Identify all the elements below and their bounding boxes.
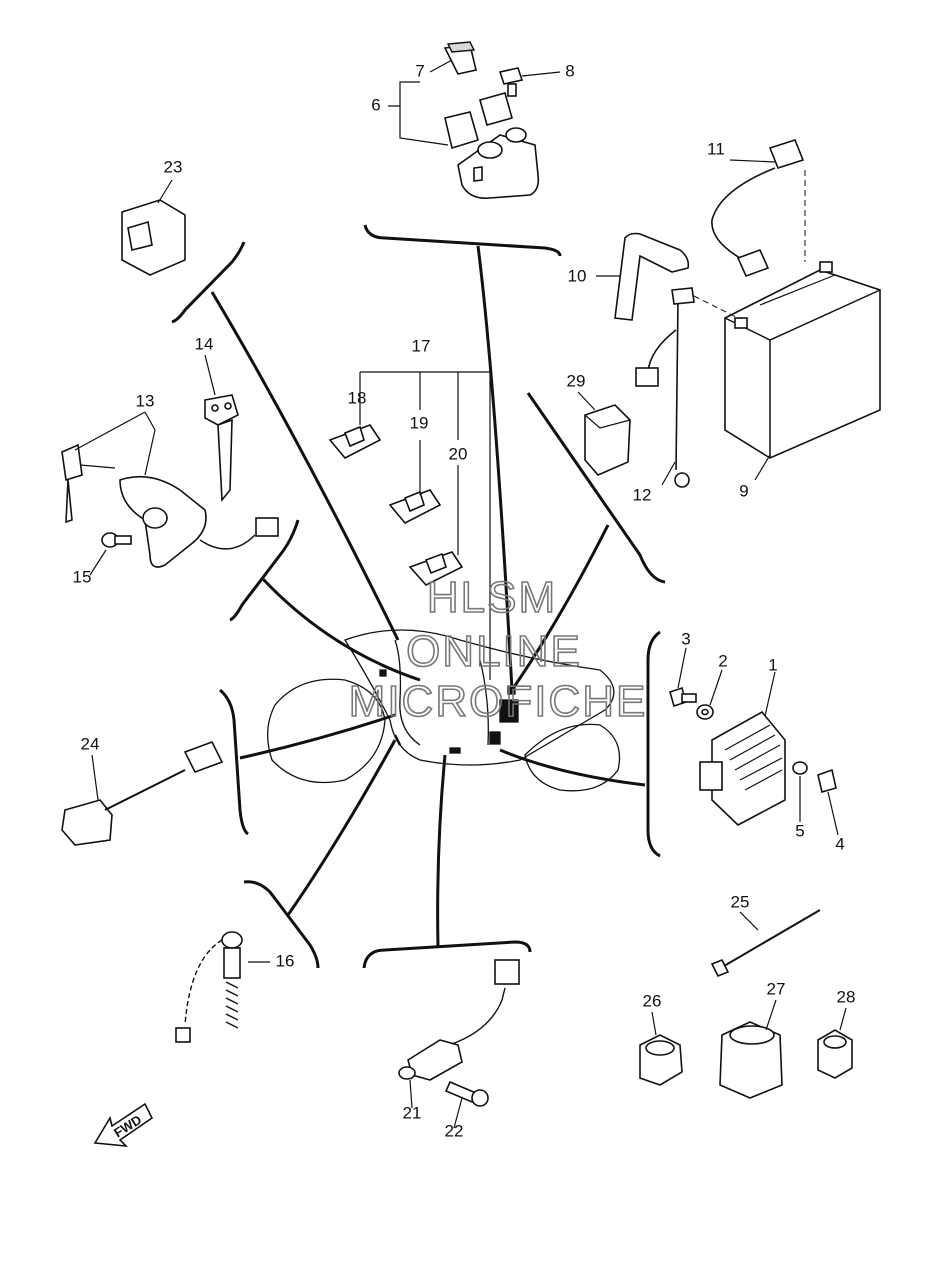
label-17: 17 xyxy=(412,336,431,355)
label-19: 19 xyxy=(410,413,429,432)
label-1: 1 xyxy=(768,655,777,674)
part-labels: 1 2 3 4 5 6 7 8 9 10 11 12 13 14 15 16 1… xyxy=(73,61,856,1140)
fuse-18[interactable] xyxy=(328,424,382,460)
clamp-28[interactable] xyxy=(817,1029,853,1079)
connector-lines xyxy=(210,245,646,949)
label-11: 11 xyxy=(707,139,725,158)
leader-lines xyxy=(74,59,847,1129)
relay-fuse[interactable] xyxy=(443,41,477,75)
nut-4[interactable] xyxy=(817,768,837,793)
ignition-key[interactable] xyxy=(204,394,239,503)
label-5: 5 xyxy=(795,821,804,840)
washer-2[interactable] xyxy=(696,704,714,720)
fuse-19[interactable] xyxy=(388,489,442,525)
brake-switch-16[interactable] xyxy=(175,931,243,1043)
bolt-3[interactable] xyxy=(669,686,697,708)
starter-relay[interactable] xyxy=(444,92,540,200)
label-18: 18 xyxy=(348,388,367,407)
rectifier-regulator[interactable] xyxy=(699,710,786,826)
label-4: 4 xyxy=(835,834,844,853)
screw-22[interactable] xyxy=(444,1080,489,1107)
fuse-20[interactable] xyxy=(408,551,464,586)
label-10: 10 xyxy=(568,266,587,285)
label-20: 20 xyxy=(449,444,468,463)
clamp-26[interactable] xyxy=(639,1034,683,1086)
motorcycle-silhouette xyxy=(267,629,621,792)
watermark-line-1: HLSM xyxy=(427,573,557,622)
label-22: 22 xyxy=(445,1121,464,1140)
label-12: 12 xyxy=(633,485,652,504)
label-21: 21 xyxy=(403,1103,422,1122)
label-29: 29 xyxy=(567,371,586,390)
label-23: 23 xyxy=(164,157,183,176)
label-27: 27 xyxy=(767,979,786,998)
washer-5[interactable] xyxy=(792,761,808,775)
battery-band[interactable] xyxy=(614,232,690,321)
label-16: 16 xyxy=(276,951,295,970)
label-6: 6 xyxy=(371,95,380,114)
label-3: 3 xyxy=(681,629,690,648)
label-24: 24 xyxy=(81,734,100,753)
clamp-27[interactable] xyxy=(719,1021,783,1099)
watermark: HLSM ONLINE MICROFICHE xyxy=(348,572,648,727)
brake-switch-21[interactable] xyxy=(398,959,520,1081)
flasher-relay[interactable] xyxy=(121,199,186,276)
screw-15[interactable] xyxy=(101,532,132,548)
label-2: 2 xyxy=(718,651,727,670)
label-9: 9 xyxy=(739,481,748,500)
battery-lead-positive[interactable] xyxy=(711,139,806,278)
main-switch[interactable] xyxy=(61,443,279,568)
watermark-line-2: ONLINE xyxy=(406,627,582,676)
relay-bolt[interactable] xyxy=(498,67,524,97)
label-25: 25 xyxy=(731,892,750,911)
cable-tie-25[interactable] xyxy=(710,909,821,978)
label-8: 8 xyxy=(565,61,574,80)
fwd-arrow: FWD xyxy=(93,1102,154,1148)
relay-29[interactable] xyxy=(584,404,631,476)
label-13: 13 xyxy=(136,391,155,410)
label-7: 7 xyxy=(415,61,424,80)
battery-lead-negative[interactable] xyxy=(635,287,739,488)
label-14: 14 xyxy=(195,334,214,353)
label-15: 15 xyxy=(73,567,92,586)
section-brackets xyxy=(171,224,666,969)
watermark-line-3: MICROFICHE xyxy=(349,677,648,726)
label-28: 28 xyxy=(837,987,856,1006)
battery[interactable] xyxy=(724,261,881,459)
sensor-24[interactable] xyxy=(61,741,224,846)
label-26: 26 xyxy=(643,991,662,1010)
